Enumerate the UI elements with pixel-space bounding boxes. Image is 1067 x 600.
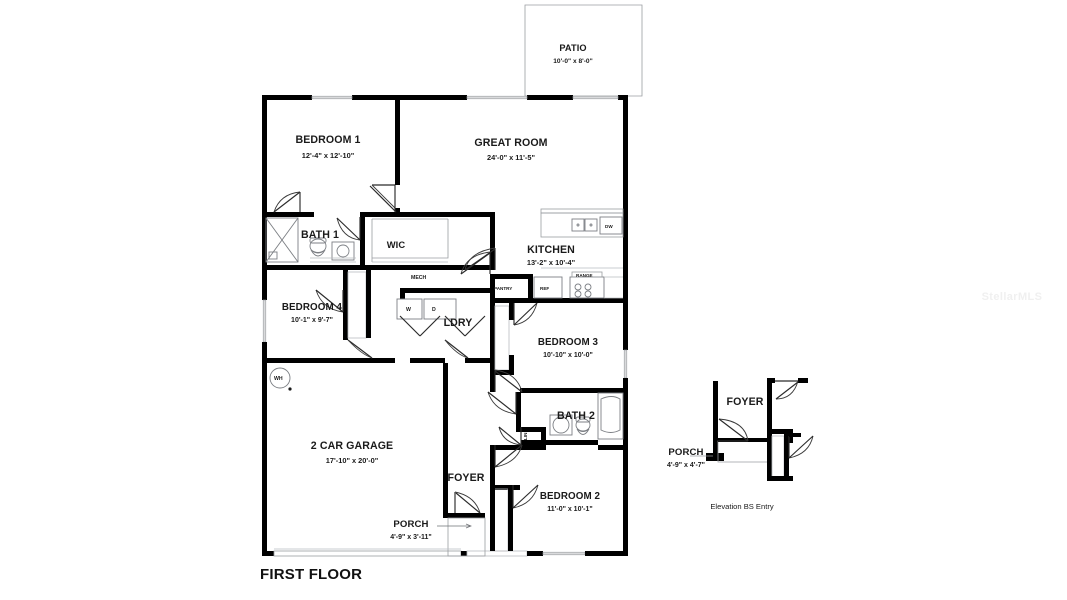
elevation-caption: Elevation BS Entry <box>710 502 774 511</box>
room-label-bedroom3: BEDROOM 3 <box>538 337 599 348</box>
room-label-greatroom: GREAT ROOM <box>474 137 547 149</box>
fixture-label-dishwasher: DW <box>605 224 613 229</box>
fixture-label-washer: W <box>406 307 411 313</box>
room-dim-garage: 17'-10" x 20'-0" <box>326 456 379 465</box>
page-title: FIRST FLOOR <box>260 566 362 583</box>
room-label-porch: PORCH <box>393 519 428 530</box>
room-dim-kitchen: 13'-2" x 10'-4" <box>527 258 576 267</box>
room-dim-bedroom4: 10'-1" x 9'-7" <box>291 317 333 324</box>
room-label-garage: 2 CAR GARAGE <box>311 440 393 452</box>
room-dim-bedroom3: 10'-10" x 10'-0" <box>543 352 593 359</box>
room-dim-greatroom: 24'-0" x 11'-5" <box>487 153 535 162</box>
room-label-bedroom4: BEDROOM 4 <box>282 302 343 313</box>
room-label-ldry: LDRY <box>444 317 473 329</box>
room-patio: PATIO 10'-0" x 8'-0" <box>524 4 643 97</box>
room-label-patio: PATIO <box>559 43 586 53</box>
exterior-walls <box>262 95 628 557</box>
room-dim-bedroom2: 11'-0" x 10'-1" <box>547 506 592 513</box>
room-label-wic: WIC <box>387 239 406 250</box>
bath1-fixtures <box>265 217 449 263</box>
room-labels: BEDROOM 1 12'-4" x 12'-10" GREAT ROOM 24… <box>282 134 601 541</box>
bath2-fixtures: LIN <box>523 392 624 440</box>
watermark: StellarMLS <box>982 291 1043 303</box>
room-label-mech: MECH <box>411 275 427 281</box>
room-dim-porch: 4'-9" x 3'-11" <box>390 534 432 541</box>
room-label-bedroom2: BEDROOM 2 <box>540 491 601 502</box>
fixture-label-refrigerator: REF <box>540 286 549 291</box>
elevation-room-label-porch: PORCH <box>668 447 703 458</box>
fixture-label-dryer: D <box>432 307 436 313</box>
fixture-label-linen: LIN <box>523 432 528 440</box>
room-label-kitchen: KITCHEN <box>527 244 575 256</box>
water-heater: WH <box>269 367 292 391</box>
room-label-bath2: BATH 2 <box>557 410 595 422</box>
elevation-room-dim-porch: 4'-9" x 4'-7" <box>667 462 705 469</box>
kitchen-fixtures: DW REF RANGE <box>533 208 624 299</box>
elevation-bs-entry: FOYER PORCH 4'-9" x 4'-7" Elevation BS E… <box>667 378 814 511</box>
room-label-foyer: FOYER <box>448 472 485 484</box>
door-swings <box>273 184 539 550</box>
fixture-label-pantry: PANTRY <box>494 286 512 291</box>
elevation-room-label-foyer: FOYER <box>727 396 764 408</box>
fixture-label-range: RANGE <box>576 273 593 278</box>
room-label-bath1: BATH 1 <box>301 229 339 241</box>
room-dim-bedroom1: 12'-4" x 12'-10" <box>302 151 355 160</box>
fixture-label-water-heater: WH <box>274 376 283 382</box>
room-label-bedroom1: BEDROOM 1 <box>295 134 360 146</box>
room-dim-patio: 10'-0" x 8'-0" <box>553 58 592 65</box>
